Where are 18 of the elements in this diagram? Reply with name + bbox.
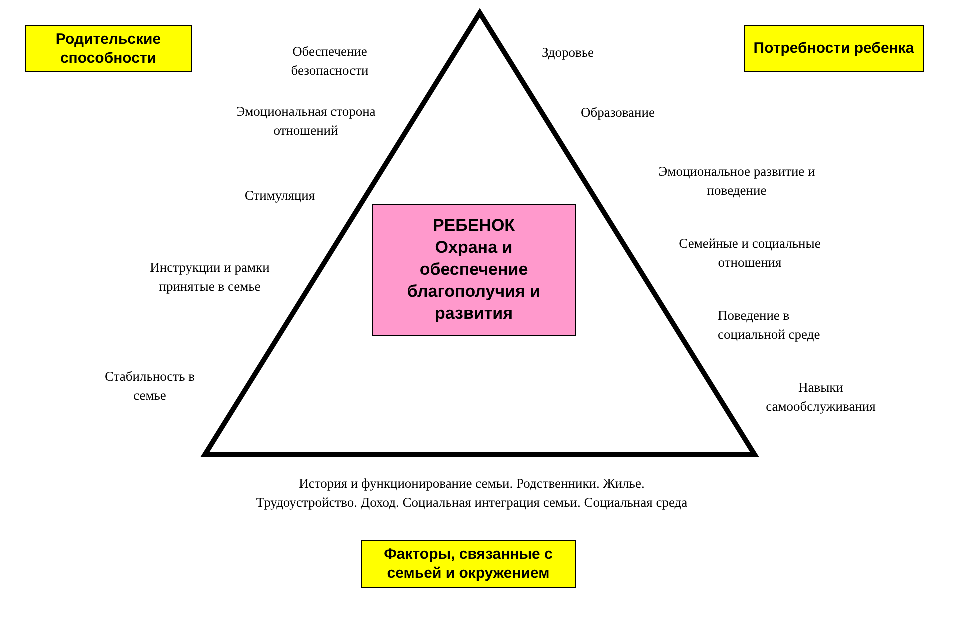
box-heading: РЕБЕНОК	[432, 215, 516, 237]
side-label: История и функционирование семьи. Родственники. Жилье. Трудоустройство. Доход. Социальная интеграция семьи. Социальная среда	[255, 475, 689, 512]
side-label: Обеспечение безопасности	[290, 43, 370, 80]
side-label: Эмоциональная сторона отношений	[235, 103, 377, 140]
side-label: Образование	[580, 104, 656, 122]
side-label: Здоровье	[540, 44, 596, 62]
side-label: Семейные и социальные отношения	[678, 235, 822, 272]
side-label: Поведение в социальной среде	[718, 307, 822, 344]
box-text: Охрана и обеспечение благополучия и развития	[406, 237, 542, 325]
category-box: Родительские способности	[25, 25, 192, 72]
side-label: Инструкции и рамки принятые в семье	[149, 259, 271, 296]
center-box	[372, 204, 576, 336]
category-box: Потребности ребенка	[744, 25, 924, 72]
side-label: Стабильность в семье	[104, 368, 196, 405]
side-label: Навыки самообслуживания	[765, 379, 877, 416]
side-label: Эмоциональное развитие и поведение	[658, 163, 816, 200]
category-box: Факторы, связанные с семьей и окружением	[361, 540, 576, 588]
side-label: Стимуляция	[244, 187, 316, 205]
